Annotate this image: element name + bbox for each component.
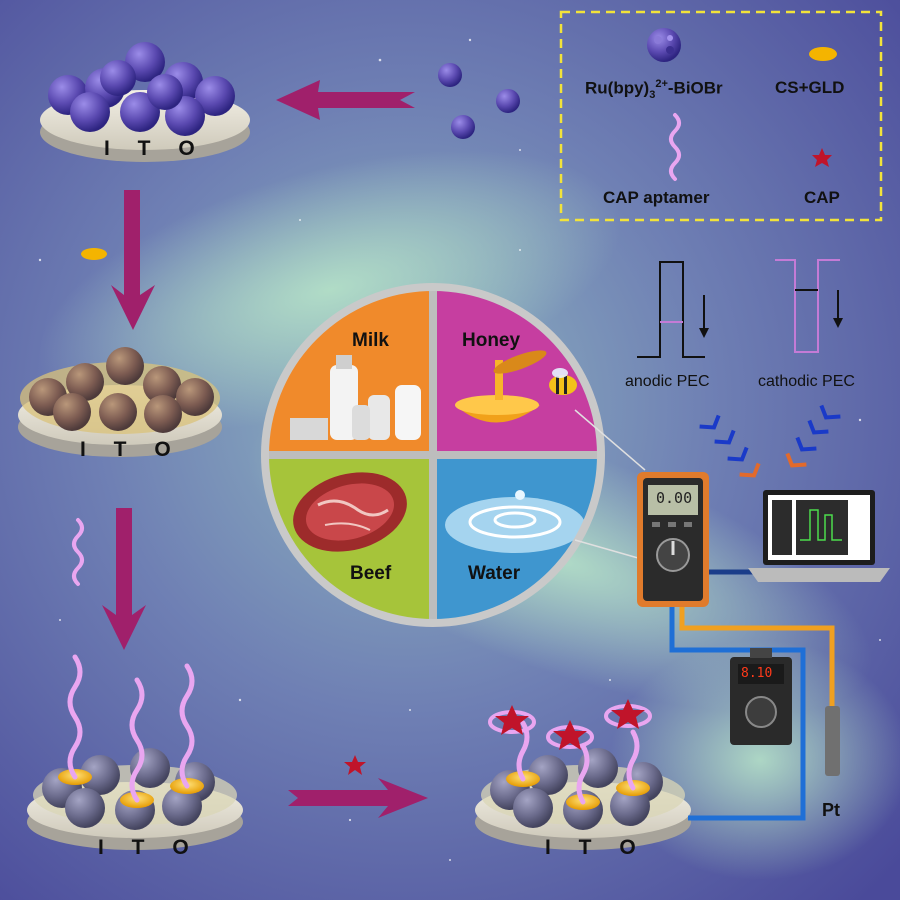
stars: [38, 38, 881, 861]
quadrant-divider-horizontal: [265, 451, 601, 459]
honey-label: Honey: [462, 330, 521, 351]
callout-line: [574, 409, 646, 471]
milk-bottles-icon: [290, 355, 421, 440]
cathodic-pec-signal: [775, 259, 843, 353]
electrode-1-label: I T O: [104, 137, 206, 160]
electrode-4-label: I T O: [545, 836, 647, 859]
multimeter: [637, 472, 709, 607]
pt-label: Pt: [822, 800, 840, 820]
arrow-step-2: [111, 190, 155, 330]
wireless-signal-right: [785, 404, 841, 468]
laptop: [748, 490, 890, 582]
food-samples-panel: [261, 283, 605, 627]
cathodic-pec-label: cathodic PEC: [758, 373, 855, 390]
pt-electrode: [825, 706, 840, 776]
legend-nanoparticle-icon: [647, 28, 681, 62]
legend-chitosan-label: CS+GLD: [775, 78, 845, 97]
arrow-step-1: [276, 80, 415, 120]
legend-cap-label: CAP: [804, 188, 840, 207]
legend-aptamer-label: CAP aptamer: [603, 188, 710, 207]
arrow-step-3: [102, 508, 146, 650]
legend-cap-icon: [812, 148, 832, 167]
electrode-bare-nanoparticles: [40, 42, 250, 162]
electrode-3-label: I T O: [98, 836, 200, 859]
free-gld-drop: [81, 248, 107, 260]
callout-line: [574, 539, 646, 561]
beef-steak-icon: [293, 472, 407, 552]
water-label: Water: [468, 563, 521, 584]
legend-gld-drop-icon: [809, 47, 837, 61]
honey-bowl-icon: [455, 350, 547, 423]
device-readout: 8.10: [741, 666, 773, 681]
process-arrows: [102, 80, 428, 818]
food-circle-frame: [261, 283, 605, 627]
potentiostat-device: [730, 648, 792, 745]
bee-icon: [549, 368, 577, 395]
multimeter-readout: 0.00: [656, 489, 693, 507]
multimeter-screen: [648, 485, 698, 515]
legend-aptamer-icon: [669, 113, 681, 181]
electrode-2-label: I T O: [80, 438, 182, 461]
legend: [559, 10, 883, 222]
arrow-step-4: [288, 778, 428, 818]
legend-border: [559, 10, 883, 222]
wire-blue: [669, 600, 806, 821]
electrode-cs-gld-coated: [18, 347, 222, 457]
beef-label: Beef: [350, 563, 392, 584]
wireless-signal-left: [699, 414, 761, 478]
legend-nanoparticle-label: Ru(bpy)32+-BiOBr: [585, 78, 723, 102]
free-aptamer: [72, 518, 84, 586]
anodic-pec-signal: [637, 261, 709, 358]
milk-label: Milk: [352, 330, 389, 351]
free-nanoparticles: [438, 63, 520, 139]
anodic-pec-label: anodic PEC: [625, 373, 710, 390]
electrode-aptamer-modified: [27, 654, 243, 850]
free-cap-molecule: [344, 755, 366, 775]
water-splash-icon: [445, 490, 585, 553]
electrode-cap-bound: [475, 699, 691, 850]
wire-orange: [679, 600, 835, 708]
